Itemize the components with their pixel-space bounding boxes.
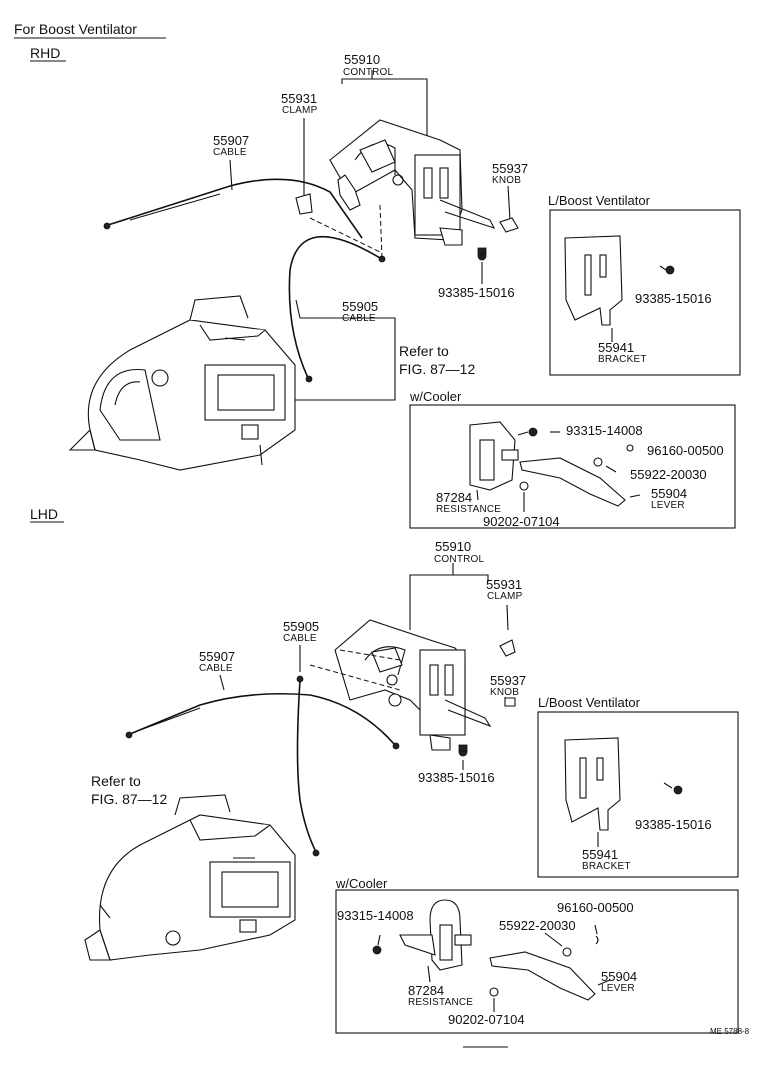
lhd-cooler-nut: 90202-07104 (448, 1012, 525, 1027)
diagram-title: For Boost Ventilator (14, 21, 137, 37)
lhd-cooler-title: w/Cooler (336, 876, 388, 891)
rhd-control-leader (229, 70, 511, 284)
lhd-bracket-num: 55941 (582, 847, 619, 862)
rhd-cooler-p2: 96160-00500 (647, 443, 724, 458)
lhd-refer-line2: FIG. 87—12 (91, 791, 168, 807)
rhd-cable2-name: CABLE (342, 313, 376, 324)
lhd-res-num: 87284 (408, 983, 445, 998)
rhd-cable2-leader (290, 299, 396, 401)
lhd-cooler-p2: 96160-00500 (557, 900, 634, 915)
lhd-refer-line1: Refer to (91, 773, 141, 789)
rhd-heater-unit (68, 295, 296, 471)
lhd-cooler-p1: 93315-14008 (337, 908, 414, 923)
rhd-res-num: 87284 (436, 490, 473, 505)
lhd-heater-unit (84, 794, 296, 961)
lhd-clamp-name: CLAMP (487, 591, 523, 602)
rhd-clamp-name: CLAMP (282, 105, 318, 116)
rhd-bracket (564, 235, 675, 342)
rhd-cable2-num: 55905 (342, 299, 379, 314)
lhd-res-name: RESISTANCE (408, 997, 474, 1008)
lhd-control-assembly (334, 619, 516, 757)
rhd-cooler-title: w/Cooler (410, 389, 462, 404)
rhd-boost-screw: 93385-15016 (635, 291, 712, 306)
lhd-boost-title: L/Boost Ventilator (538, 695, 640, 710)
rhd-boost-title: L/Boost Ventilator (548, 193, 650, 208)
rhd-refer-line2: FIG. 87—12 (399, 361, 476, 377)
footer-code: ME 5788-8 (710, 1027, 750, 1036)
lhd-boost-screw: 93385-15016 (635, 817, 712, 832)
lhd-cooler-box-frame (335, 889, 739, 1034)
lhd-cable2-name: CABLE (283, 633, 317, 644)
rhd-control-assembly (329, 119, 519, 261)
rhd-cable1-num: 55907 (213, 133, 250, 148)
lhd-bracket (564, 737, 683, 847)
rhd-lever-num: 55904 (651, 486, 688, 501)
lhd-screw-num: 93385-15016 (418, 770, 495, 785)
rhd-label: RHD (30, 45, 61, 61)
lhd-lever-name: LEVER (601, 983, 635, 994)
rhd-knob-num: 55937 (492, 161, 529, 176)
rhd-bracket-name: BRACKET (598, 354, 647, 365)
rhd-knob-name: KNOB (492, 175, 522, 186)
lhd-label: LHD (30, 506, 59, 522)
lhd-cooler-p3: 55922-20030 (499, 918, 576, 933)
rhd-screw-num: 93385-15016 (438, 285, 515, 300)
lhd-knob-name: KNOB (490, 687, 520, 698)
lhd-knob-num: 55937 (490, 673, 527, 688)
rhd-clamp-num: 55931 (281, 91, 318, 106)
lhd-control-name: CONTROL (434, 554, 485, 565)
rhd-lever-name: LEVER (651, 500, 685, 511)
rhd-control-name: CONTROL (343, 67, 394, 78)
rhd-cable1-name: CABLE (213, 147, 247, 158)
rhd-refer-line1: Refer to (399, 343, 449, 359)
rhd-cooler-parts (469, 421, 641, 512)
rhd-boost-box-frame (549, 209, 741, 376)
rhd-res-name: RESISTANCE (436, 504, 502, 515)
rhd-cooler-p3: 55922-20030 (630, 467, 707, 482)
lhd-control-leader (219, 563, 509, 770)
rhd-cooler-nut: 90202-07104 (483, 514, 560, 529)
lhd-control-num: 55910 (435, 539, 472, 554)
rhd-cooler-p1: 93315-14008 (566, 423, 643, 438)
lhd-cable2-num: 55905 (283, 619, 320, 634)
rhd-cooler-box-frame (409, 404, 736, 529)
lhd-cable1-name: CABLE (199, 663, 233, 674)
lhd-cables (125, 649, 401, 857)
rhd-control-num: 55910 (344, 52, 381, 67)
lhd-bracket-name: BRACKET (582, 861, 631, 872)
lhd-cable1-num: 55907 (199, 649, 236, 664)
lhd-lever-num: 55904 (601, 969, 638, 984)
rhd-cables (103, 178, 386, 383)
lhd-cooler-parts (372, 899, 611, 1012)
lhd-boost-box-frame (537, 711, 739, 878)
lhd-clamp-num: 55931 (486, 577, 523, 592)
rhd-bracket-num: 55941 (598, 340, 635, 355)
